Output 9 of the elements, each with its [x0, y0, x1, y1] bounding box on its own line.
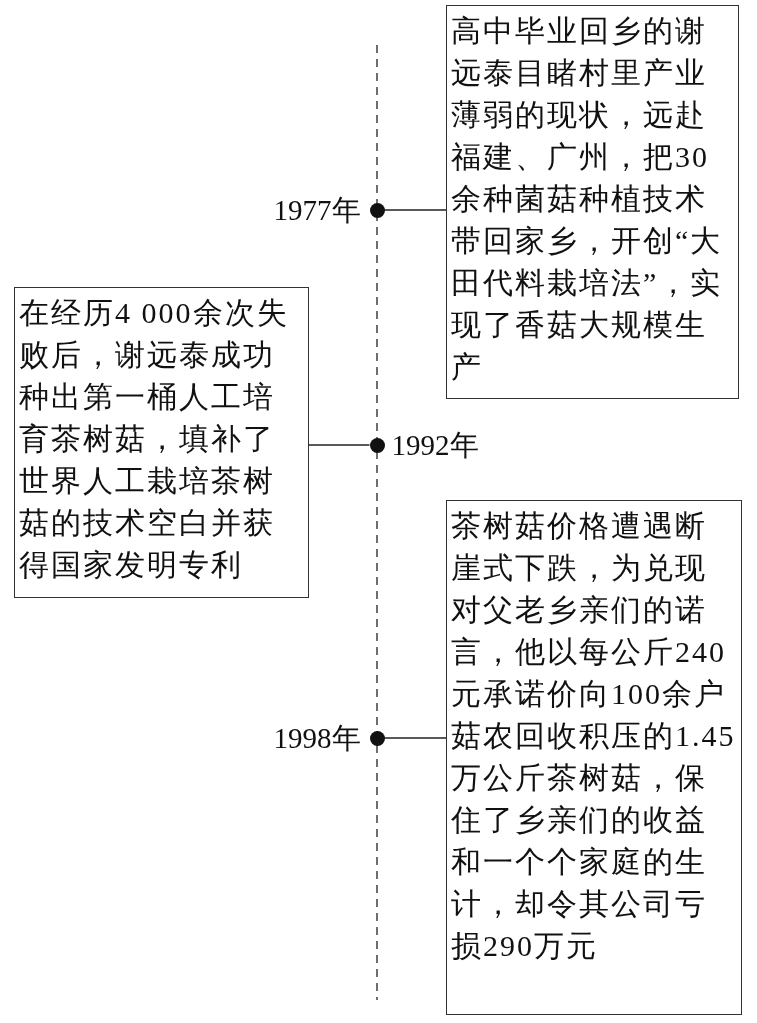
connector-line [383, 209, 447, 211]
connector-line [308, 444, 371, 446]
event-description: 茶树菇价格遭遇断崖式下跌，为兑现对父老乡亲们的诺言，他以每公斤240元承诺价向100余户菇农回收积压的1.45万公斤茶树菇，保住了乡亲们的收益和一个个家庭的生计，却令其公司亏损290万元 [451, 508, 737, 964]
year-label: 1992年 [391, 428, 479, 462]
year-label: 1998年 [273, 721, 361, 755]
year-label: 1977年 [273, 193, 361, 227]
event-description: 在经历4 000余次失败后，谢远泰成功种出第一桶人工培育茶树菇，填补了世界人工栽培茶树菇的技术空白并获得国家发明专利 [19, 295, 290, 583]
connector-line [383, 737, 447, 739]
event-description: 高中毕业回乡的谢远泰目睹村里产业薄弱的现状，远赴福建、广州，把30余种菌菇种植技术带回家乡，开创“大田代料栽培法”，实现了香菇大规模生产 [451, 13, 724, 385]
